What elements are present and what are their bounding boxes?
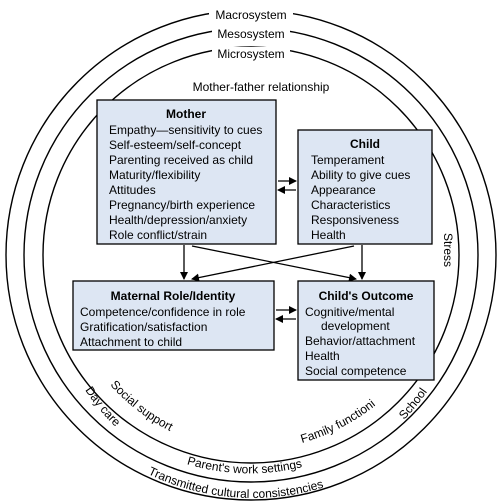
- mother-box-title: Mother: [166, 107, 206, 121]
- microsystem-label-bg: [212, 47, 290, 61]
- mother-father-relationship-label: Mother-father relationship: [193, 80, 330, 94]
- child-line-6: Health: [311, 228, 346, 242]
- maternal-role-box: [72, 280, 275, 351]
- mother-box: [96, 99, 277, 245]
- mother-line-8: Role conflict/strain: [109, 228, 207, 242]
- child-outcome-line-5: Social competence: [305, 364, 407, 378]
- stress-label: Stress: [441, 233, 455, 267]
- mesosystem-label: Mesosystem: [217, 27, 284, 41]
- child-outcome-line-3: Behavior/attachment: [305, 334, 416, 348]
- mesosystem-label-bg: [212, 27, 290, 41]
- child-outcome-line-1: Cognitive/mental: [305, 305, 394, 319]
- mother-line-6: Pregnancy/birth experience: [109, 198, 255, 212]
- child-outcome-line-2: development: [321, 319, 390, 333]
- child-line-3: Appearance: [311, 183, 376, 197]
- mother-line-1: Empathy—sensitivity to cues: [109, 123, 262, 137]
- maternal-role-box-title: Maternal Role/Identity: [111, 289, 236, 303]
- child-box-title: Child: [350, 137, 380, 151]
- macrosystem-label: Macrosystem: [215, 8, 286, 22]
- child-outcome-box: [297, 280, 435, 381]
- child-line-4: Characteristics: [311, 198, 390, 212]
- child-outcome-line-4: Health: [305, 349, 340, 363]
- school-label: School: [396, 385, 430, 422]
- microsystem-label: Microsystem: [217, 47, 284, 61]
- child-box: [297, 129, 433, 245]
- macrosystem-label-bg: [209, 8, 293, 22]
- child-line-2: Ability to give cues: [311, 168, 410, 182]
- arrow-child-to-role: [191, 245, 355, 282]
- maternal-role-line-2: Gratification/satisfaction: [80, 320, 207, 334]
- child-line-5: Responsiveness: [311, 213, 399, 227]
- maternal-role-line-1: Competence/confidence in role: [80, 305, 246, 319]
- social-support-label: Social support: [108, 377, 176, 434]
- mother-line-7: Health/depression/anxiety: [109, 213, 247, 227]
- mother-line-2: Self-esteem/self-concept: [109, 138, 242, 152]
- mother-line-4: Maturity/flexibility: [109, 168, 200, 182]
- maternal-role-line-3: Attachment to child: [80, 335, 182, 349]
- mother-line-3: Parenting received as child: [109, 153, 253, 167]
- child-line-1: Temperament: [311, 153, 385, 167]
- mother-line-5: Attitudes: [109, 183, 156, 197]
- child-outcome-box-title: Child's Outcome: [319, 289, 414, 303]
